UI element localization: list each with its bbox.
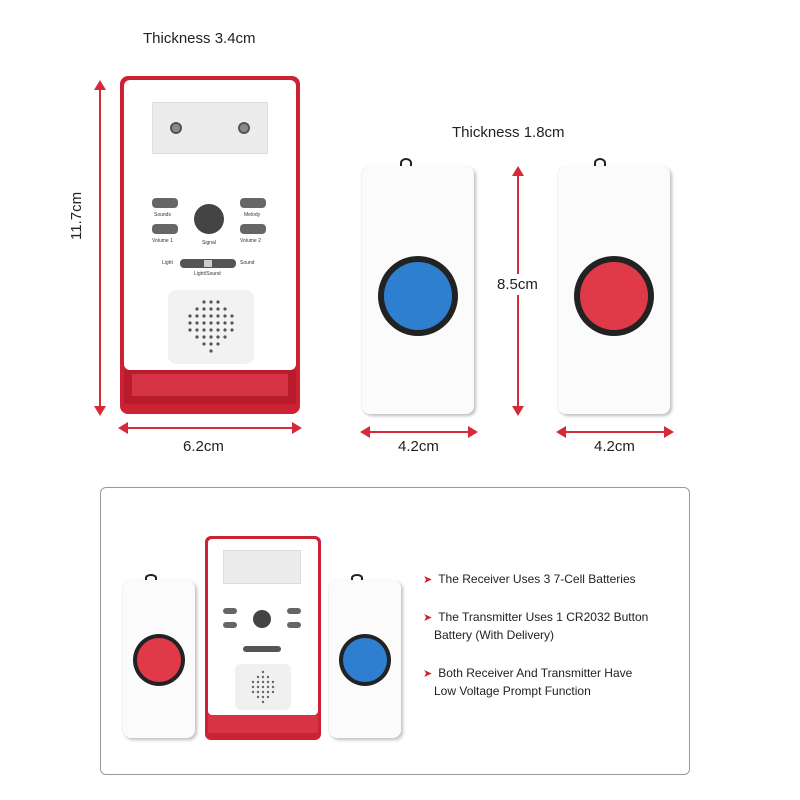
receiver-width-label: 6.2cm: [183, 438, 224, 455]
feature-item-low-voltage: ➤Both Receiver And Transmitter Have: [423, 666, 633, 680]
transmitter-right-width-arrow: [556, 426, 674, 438]
mini-transmitter-red: [123, 580, 195, 738]
sounds-label: Sounds: [154, 212, 171, 218]
mini-lanyard-left-icon: [145, 574, 157, 582]
arrow-bullet-icon: ➤: [423, 612, 433, 624]
feature-item-transmitter-battery-cont: Battery (With Delivery): [434, 628, 555, 642]
volume1-button[interactable]: [152, 224, 178, 234]
led-left-icon: [170, 122, 182, 134]
transmitter-thickness-label: Thickness 1.8cm: [452, 124, 565, 141]
melody-button[interactable]: [240, 198, 266, 208]
speaker-grille: [168, 290, 254, 364]
lanyard-right-icon: [594, 158, 606, 168]
receiver-width-arrow: [118, 422, 302, 434]
signal-button[interactable]: [194, 204, 224, 234]
feature-item-low-voltage-cont: Low Voltage Prompt Function: [434, 684, 591, 698]
transmitter-blue: [362, 166, 474, 414]
volume1-label: Volume 1: [152, 238, 173, 244]
receiver-height-arrow: [94, 80, 106, 416]
features-panel: ➤The Receiver Uses 3 7-Cell Batteries ➤T…: [100, 487, 690, 775]
led-right-icon: [238, 122, 250, 134]
feature-item-transmitter-battery: ➤The Transmitter Uses 1 CR2032 Button: [423, 610, 649, 624]
transmitter-right-width-label: 4.2cm: [594, 438, 635, 455]
arrow-bullet-icon: ➤: [423, 574, 433, 586]
signal-label: Signal: [202, 240, 216, 246]
mini-transmitter-blue: [329, 580, 401, 738]
volume2-label: Volume 2: [240, 238, 261, 244]
transmitter-height-label: 8.5cm: [497, 274, 538, 295]
arrow-bullet-icon: ➤: [423, 668, 433, 680]
mini-receiver: [205, 536, 321, 740]
receiver-thickness-label: Thickness 3.4cm: [143, 30, 256, 47]
transmitter-left-width-label: 4.2cm: [398, 438, 439, 455]
receiver-device: Sounds Volume 1 Signal Melody Volume 2 L…: [120, 76, 300, 416]
volume2-button[interactable]: [240, 224, 266, 234]
light-sound-label: Light/Sound: [194, 271, 221, 277]
mini-lanyard-right-icon: [351, 574, 363, 582]
transmitter-red: [558, 166, 670, 414]
light-label: Light: [162, 260, 173, 266]
melody-label: Melody: [244, 212, 261, 218]
sound-label: Sound: [240, 260, 255, 266]
speaker-holes-icon: [188, 300, 234, 353]
receiver-height-label: 11.7cm: [68, 191, 85, 240]
mini-speaker-icon: [251, 670, 275, 704]
feature-item-batteries: ➤The Receiver Uses 3 7-Cell Batteries: [423, 572, 636, 586]
lanyard-left-icon: [400, 158, 412, 168]
transmitter-left-width-arrow: [360, 426, 478, 438]
sounds-button[interactable]: [152, 198, 178, 208]
